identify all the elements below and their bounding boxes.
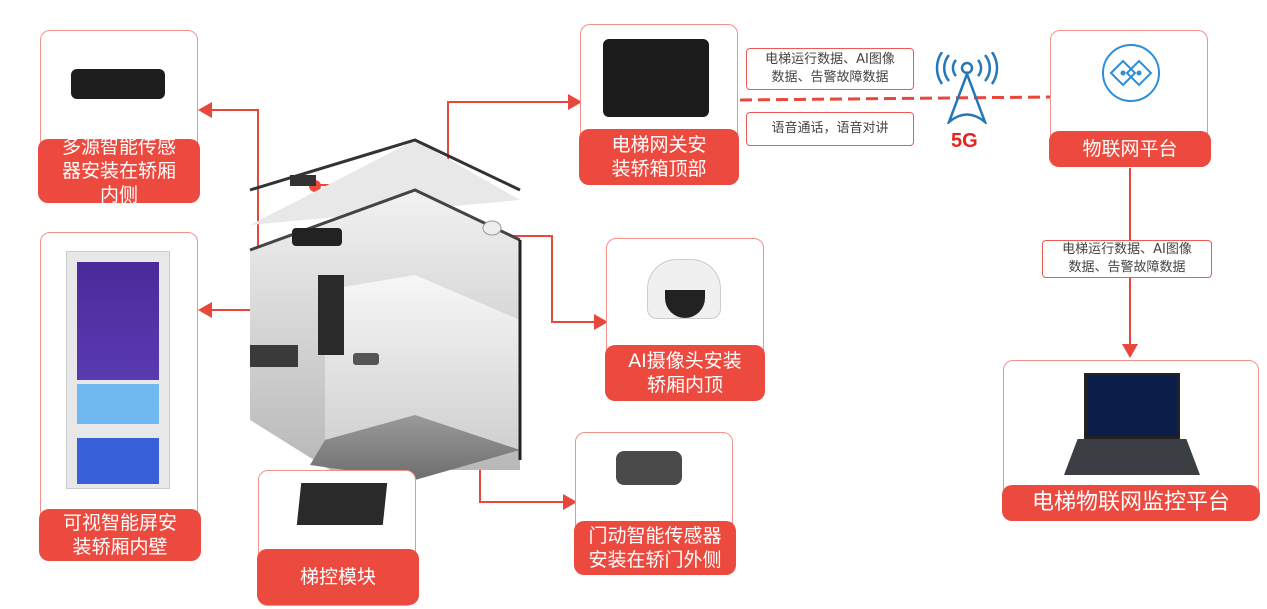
label-control-module: 梯控模块 — [257, 549, 419, 605]
gateway-device — [603, 39, 709, 117]
laptop-keyboard — [1064, 439, 1200, 475]
note-voice: 语音通话，语音对讲 — [746, 112, 914, 146]
camera-mini — [482, 220, 502, 236]
label-multi-sensor: 多源智能传感 器安装在轿厢 内侧 — [38, 136, 200, 206]
label-iot-platform: 物联网平台 — [1049, 131, 1211, 167]
card-door-sensor: 门动智能传感器 安装在轿门外侧 — [574, 432, 736, 575]
tower-5g-icon — [935, 52, 999, 124]
label-gateway: 电梯网关安 装轿箱顶部 — [579, 129, 739, 185]
label-ai-camera: AI摄像头安装 轿厢内顶 — [605, 345, 765, 401]
iot-platform-icon — [1102, 44, 1160, 102]
sensor-mini — [292, 228, 342, 246]
laptop-screen — [1084, 373, 1180, 439]
label-door-sensor: 门动智能传感器 安装在轿门外侧 — [574, 521, 736, 575]
door-sensor-mini — [353, 353, 379, 365]
card-iot-platform: 物联网平台 — [1049, 30, 1211, 167]
smart-screen-device — [66, 251, 170, 489]
gateway-mini — [290, 175, 316, 186]
control-module-mini — [250, 345, 298, 367]
card-control-module: 梯控模块 — [257, 470, 419, 606]
card-multi-sensor: 多源智能传感 器安装在轿厢 内侧 — [38, 30, 200, 206]
label-smart-screen: 可视智能屏安 装轿厢内壁 — [39, 509, 201, 561]
card-ai-camera: AI摄像头安装 轿厢内顶 — [605, 238, 765, 401]
card-smart-screen: 可视智能屏安 装轿厢内壁 — [39, 232, 201, 561]
control-module-device — [296, 483, 388, 525]
note-downlink-data: 电梯运行数据、AI图像 数据、告警故障数据 — [1042, 240, 1212, 278]
screen-mini — [318, 275, 344, 355]
label-monitor-platform: 电梯物联网监控平台 — [1002, 485, 1260, 521]
label-5g: 5G — [951, 130, 978, 152]
multi-sensor-device — [71, 69, 165, 99]
ai-camera-device — [647, 259, 721, 319]
elevator-cabin-illustration — [249, 138, 522, 480]
note-uplink-data: 电梯运行数据、AI图像 数据、告警故障数据 — [746, 48, 914, 90]
card-gateway: 电梯网关安 装轿箱顶部 — [579, 24, 739, 185]
door-sensor-device — [616, 451, 682, 485]
line-5g-dashed — [739, 95, 1051, 102]
line-camera — [492, 235, 608, 330]
card-monitor-platform: 电梯物联网监控平台 — [1002, 360, 1260, 521]
